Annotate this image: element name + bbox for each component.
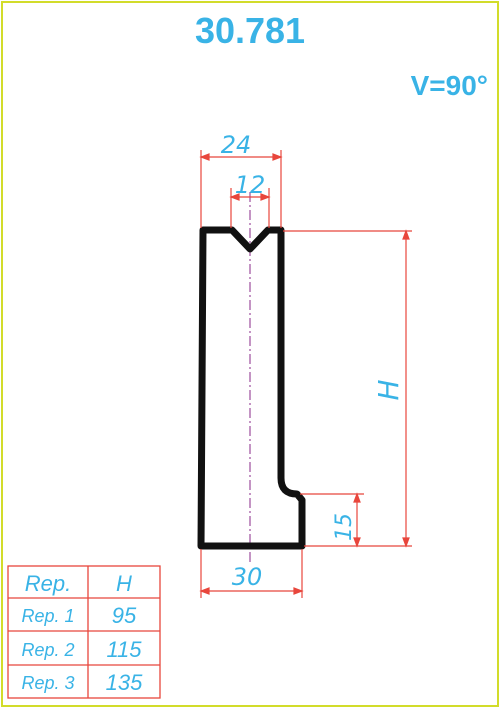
- table-cell-rep-2: Rep. 2: [21, 640, 74, 660]
- table-cell-h-3: 135: [106, 670, 143, 695]
- dim-label-step-height: 15: [332, 513, 357, 541]
- table-cell-h-1: 95: [112, 603, 137, 628]
- table-cell-rep-3: Rep. 3: [21, 673, 74, 693]
- table-cell-h-2: 115: [106, 637, 142, 662]
- dim-label-height: H: [372, 379, 405, 400]
- dimension-height: [283, 229, 412, 548]
- part-number-title: 30.781: [194, 10, 306, 51]
- dim-label-top-width: 24: [221, 131, 252, 159]
- dim-label-v-width: 12: [235, 171, 266, 199]
- tool-profile: [197, 226, 306, 550]
- v-angle-label: V=90°: [410, 70, 488, 101]
- dimension-base-width: [199, 549, 304, 598]
- table-header-h: H: [116, 571, 132, 596]
- table-header-rep: Rep.: [25, 571, 71, 596]
- dim-label-base-width: 30: [232, 563, 263, 591]
- table-cell-rep-1: Rep. 1: [21, 606, 74, 626]
- repetition-table: [7, 565, 161, 699]
- dimension-v-width: [229, 188, 271, 228]
- dimension-step-height: [300, 492, 364, 548]
- dimension-top-width: [199, 150, 283, 228]
